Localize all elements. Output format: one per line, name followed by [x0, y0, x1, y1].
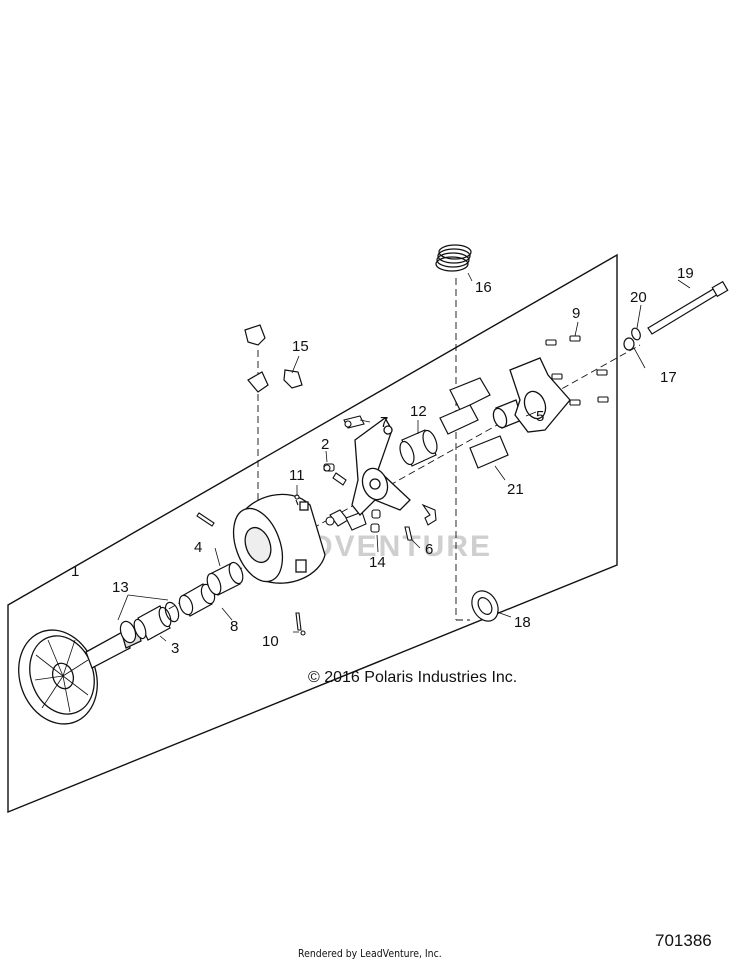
drawing-number: 701386 [655, 931, 712, 950]
part-bolts [545, 335, 609, 406]
part-clip [404, 503, 437, 541]
copyright-text: © 2016 Polaris Industries Inc. [308, 669, 518, 686]
part-coil-spring [435, 244, 472, 272]
callout-18: 18 [514, 614, 531, 631]
callout-8: 8 [230, 618, 238, 635]
callout-19: 19 [677, 265, 694, 282]
rendered-by-text: Rendered by LeadVenture, Inc. [298, 947, 442, 960]
part-pins [196, 494, 306, 636]
callout-7: 7 [380, 414, 388, 431]
callout-4: 4 [194, 539, 202, 556]
part-movable-sheave [232, 493, 326, 584]
part-spring [399, 429, 438, 467]
callout-5: 5 [536, 408, 544, 425]
callout-3: 3 [171, 640, 179, 657]
callout-14: 14 [369, 554, 386, 571]
callout-2: 2 [321, 436, 329, 453]
part-rings-bushing [119, 601, 180, 644]
callout-15: 15 [292, 338, 309, 355]
part-shoes [244, 324, 303, 393]
part-covers [439, 377, 509, 469]
callout-16: 16 [475, 279, 492, 296]
callout-9: 9 [572, 305, 580, 322]
part-weight [343, 415, 365, 429]
callout-21: 21 [507, 481, 524, 498]
part-long-bolt [623, 280, 729, 351]
leader-lines [117, 272, 691, 642]
part-cover-plate [492, 357, 571, 433]
callout-6: 6 [425, 541, 433, 558]
part-spider [351, 417, 411, 516]
callout-13: 13 [112, 579, 129, 596]
callout-10: 10 [262, 633, 279, 650]
part-bearings [178, 561, 244, 617]
part-washer [471, 590, 499, 622]
part-rollers [323, 463, 381, 533]
callout-labels: 1 2 3 4 5 6 7 8 9 10 11 12 13 14 15 16 1… [71, 265, 694, 657]
callout-1: 1 [71, 563, 79, 580]
callout-12: 12 [410, 403, 427, 420]
callout-11: 11 [289, 467, 305, 484]
callout-17: 17 [660, 369, 677, 386]
part-sheave [18, 623, 142, 725]
assembly-frame [7, 253, 618, 814]
callout-20: 20 [630, 289, 647, 306]
